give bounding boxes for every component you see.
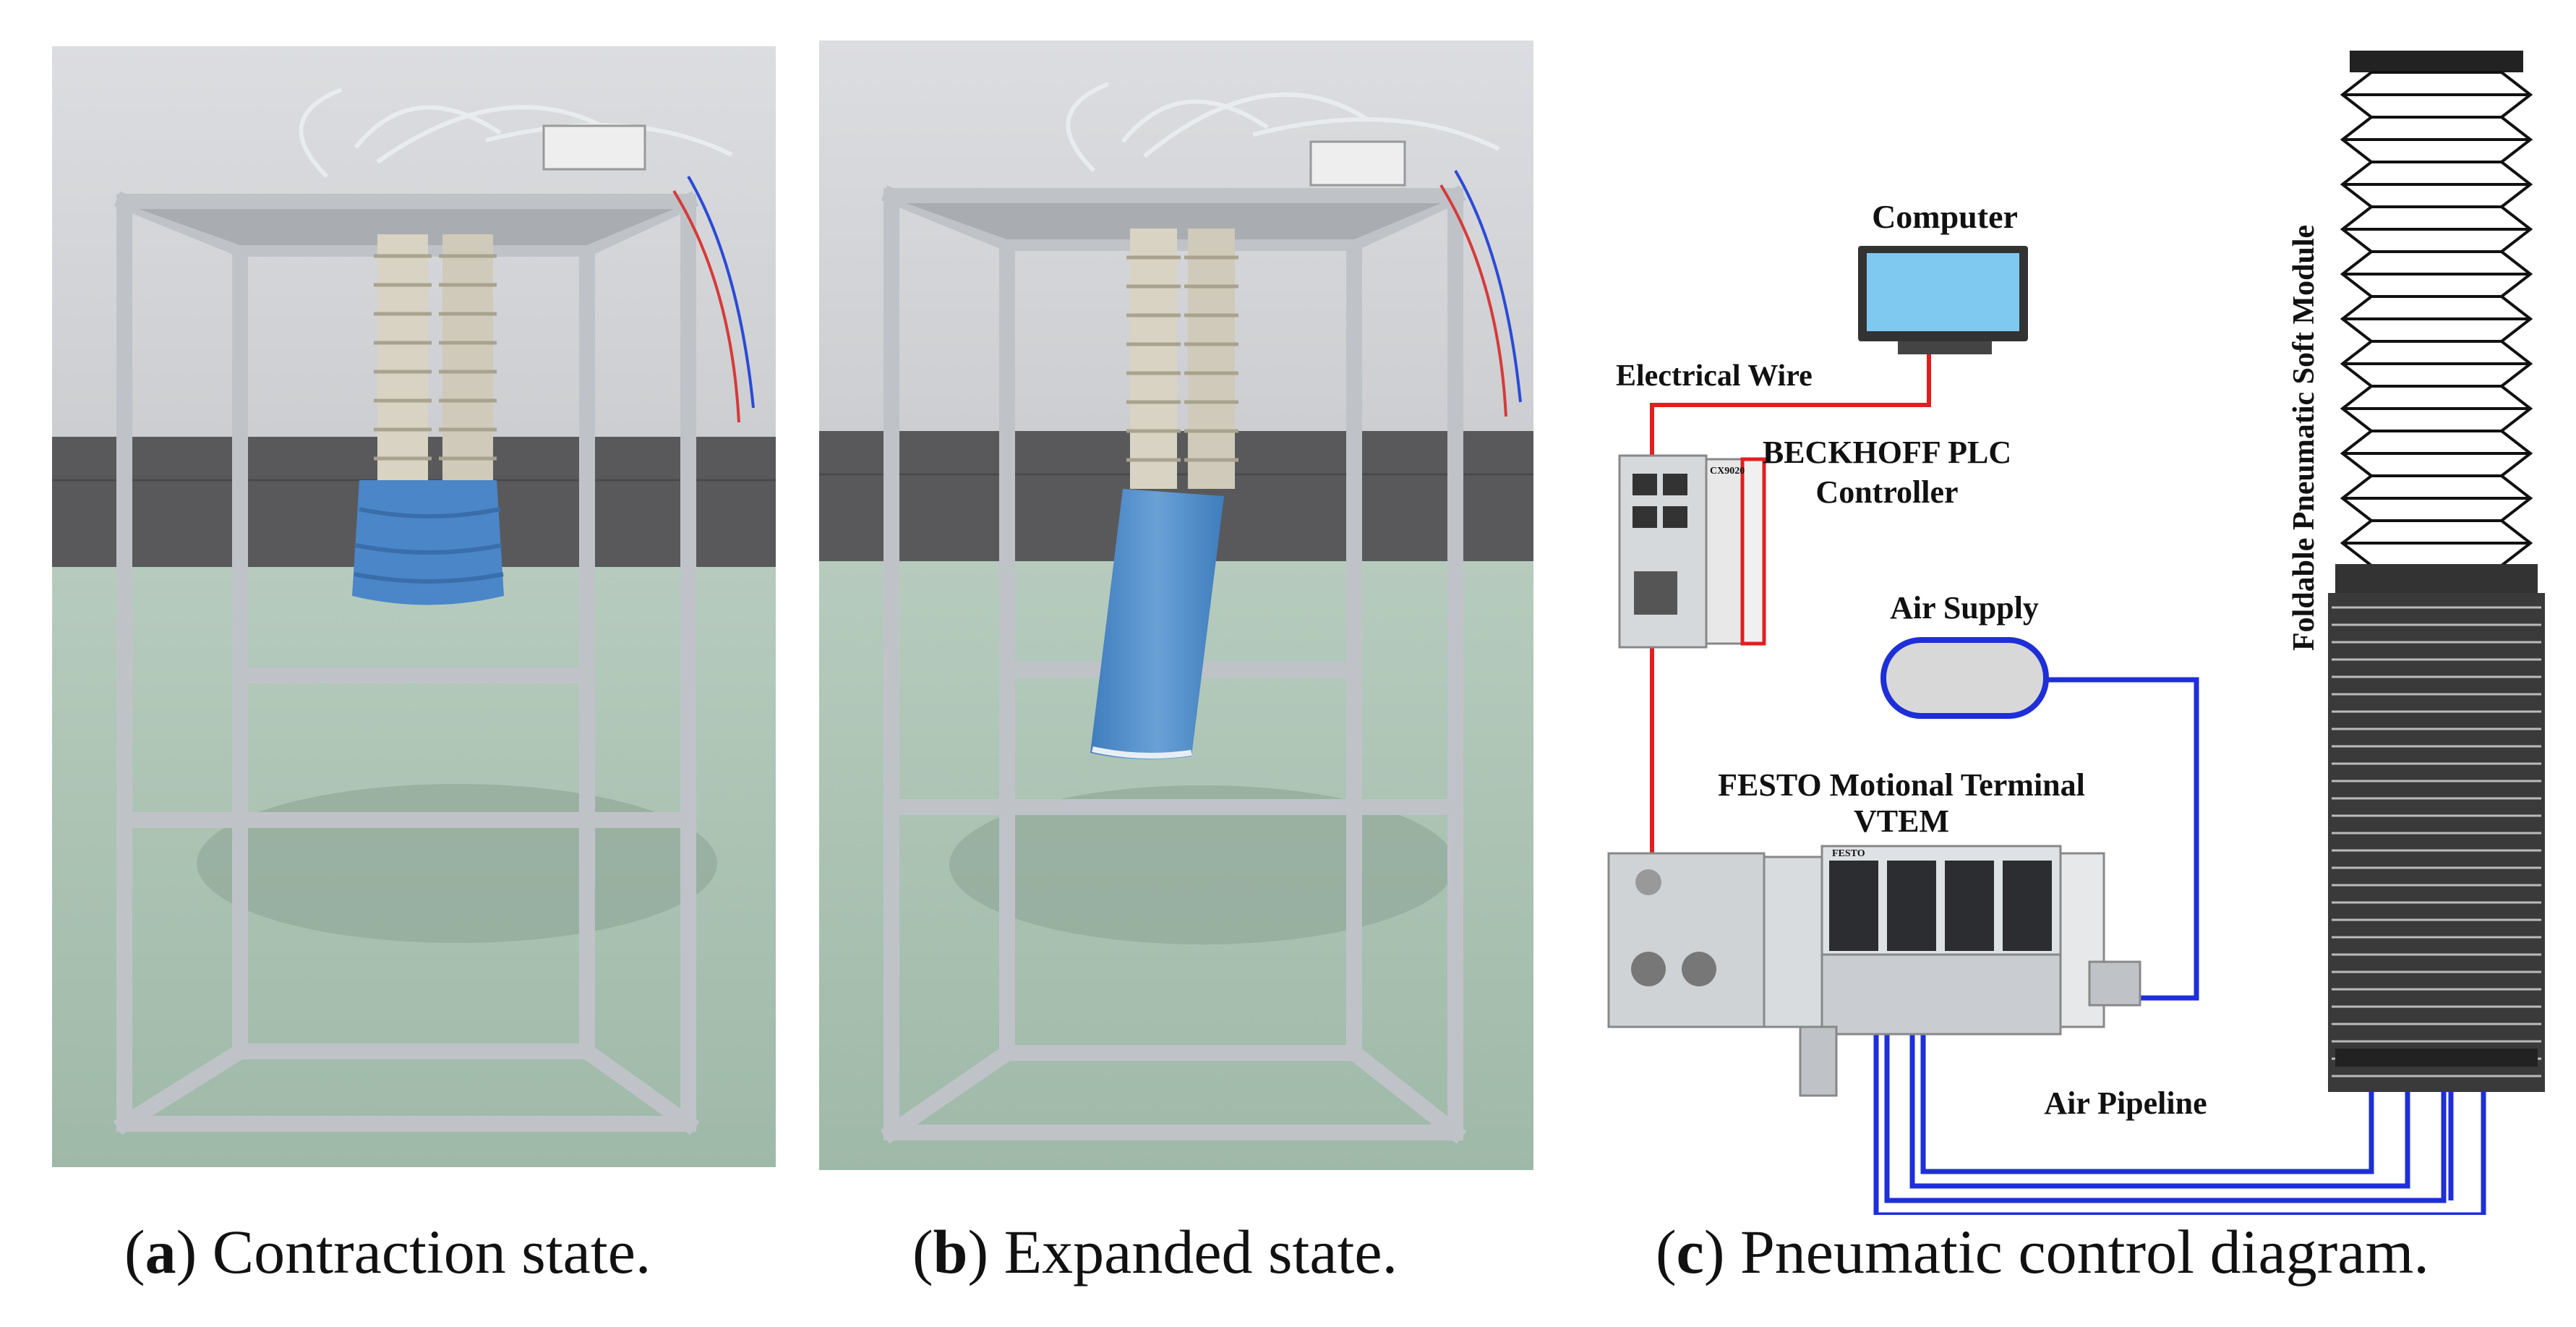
air-supply-pipe: [2046, 677, 2199, 1001]
air-pipeline-label: Air Pipeline: [2044, 1085, 2207, 1121]
caption-letter: c: [1676, 1217, 1704, 1287]
module-fold: [2340, 295, 2533, 343]
plc-label-line1: BECKHOFF PLC: [1763, 435, 2011, 470]
wires-blue-red: [672, 175, 755, 423]
festo-label-line1: FESTO Motional Terminal: [1718, 767, 2085, 803]
soft-module-diagram: [2328, 51, 2545, 1092]
module-fold: [2340, 474, 2533, 522]
soft-module-label: Foldable Pneumatic Soft Module: [2288, 225, 2321, 651]
module-fold: [2340, 205, 2533, 253]
valve-box: [1309, 140, 1406, 187]
module-fold: [2340, 161, 2533, 208]
top-plate: [906, 203, 1441, 239]
plc-label-line2: Controller: [1815, 474, 1958, 510]
computer: [1858, 246, 2028, 354]
module-fold: [2340, 519, 2533, 567]
photo-contraction-state: [52, 46, 776, 1167]
caption-text: Expanded state.: [988, 1217, 1398, 1287]
computer-label: Computer: [1872, 198, 2018, 235]
festo-motion-terminal: FESTO: [1607, 845, 2141, 1097]
module-fold: [2340, 430, 2533, 477]
plc-controller: CX9020: [1618, 454, 1766, 649]
festo-brand: FESTO: [1832, 848, 1865, 859]
electrical-wire-label: Electrical Wire: [1616, 359, 1813, 393]
photo-expanded-state: [819, 40, 1533, 1170]
bellows-actuators: [374, 234, 497, 480]
caption-pneumatic-control-diagram: (c) Pneumatic control diagram.: [1656, 1217, 2429, 1287]
module-fold: [2340, 385, 2533, 432]
caption-expanded-state: (b) Expanded state.: [912, 1217, 1398, 1287]
caption-letter: b: [933, 1217, 968, 1287]
air-supply-tank: [1880, 637, 2049, 719]
caption-contraction-state: (a) Contraction state.: [124, 1217, 651, 1287]
caption-text: Contraction state.: [197, 1217, 651, 1287]
aluminum-frame: [113, 191, 700, 1135]
caption-text: Pneumatic control diagram.: [1724, 1217, 2429, 1287]
module-fold: [2340, 250, 2533, 298]
shadow: [949, 785, 1455, 944]
bellows-actuators: [1126, 229, 1238, 489]
module-fold: [2340, 71, 2533, 119]
shadow: [197, 784, 717, 943]
top-plate: [139, 209, 674, 245]
festo-label-line2: VTEM: [1854, 803, 1949, 839]
tubing: [1066, 82, 1500, 173]
plc-brand: CX9020: [1710, 466, 1745, 477]
air-supply-label: Air Supply: [1890, 590, 2039, 626]
caption-letter: a: [145, 1217, 176, 1287]
soft-module-contracted: [352, 480, 504, 605]
module-fold: [2340, 340, 2533, 388]
valve-box: [542, 124, 646, 171]
soft-module-expanded: [1090, 489, 1224, 759]
wires-blue-red: [1439, 169, 1522, 417]
module-fold: [2340, 116, 2533, 163]
pneumatic-control-diagram: Computer Electrical Wire CX9020 BECKHOFF…: [1607, 51, 2545, 1215]
